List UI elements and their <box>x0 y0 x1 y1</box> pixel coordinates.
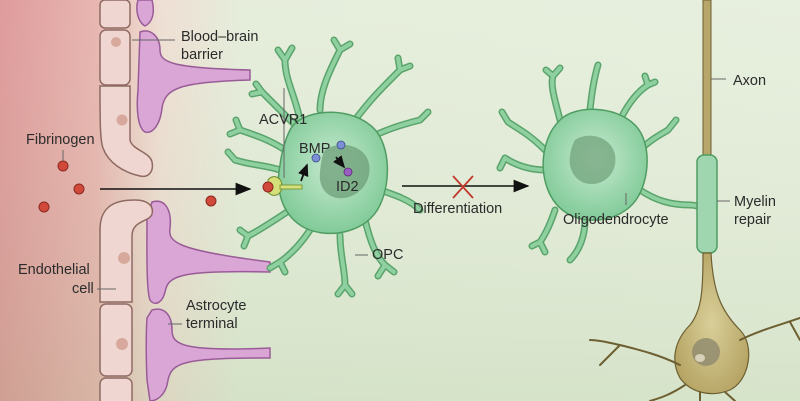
fibrinogen-particles <box>38 160 217 213</box>
opc-cell <box>224 36 432 298</box>
fibrinogen-particle <box>73 183 85 195</box>
astrocyte-terminals <box>136 0 271 401</box>
label-myelin-1: Myelin <box>734 194 776 210</box>
label-astrocyte-1: Astrocyte <box>186 298 246 314</box>
neuron <box>589 0 800 401</box>
label-axon: Axon <box>733 73 766 89</box>
label-acvr1: ACVR1 <box>259 112 307 128</box>
endothelial-cells <box>99 0 154 401</box>
neuron-soma <box>674 252 750 395</box>
label-opc: OPC <box>372 247 403 263</box>
bmp-molecule <box>311 153 321 163</box>
bound-fibrinogen <box>262 181 274 193</box>
axon <box>702 0 712 166</box>
label-differentiation: Differentiation <box>413 201 502 217</box>
neuron-nucleus <box>692 338 720 366</box>
label-oligodendrocyte: Oligodendrocyte <box>563 212 669 228</box>
label-blood-brain-barrier-1: Blood–brain <box>181 29 258 45</box>
bmp-molecule <box>336 140 346 150</box>
label-endothelial-2: cell <box>72 281 94 297</box>
id2-activation-arrow <box>333 155 346 169</box>
label-endothelial-1: Endothelial <box>18 262 90 278</box>
fibrinogen-particle <box>205 195 217 207</box>
oligodendrocyte-nucleus <box>569 135 616 185</box>
label-id2: ID2 <box>336 179 359 195</box>
fibrinogen-particle <box>38 201 50 213</box>
leader-lines <box>97 39 730 325</box>
label-fibrinogen: Fibrinogen <box>26 132 95 148</box>
bmp-activation-arrow <box>298 163 309 182</box>
myelin-sheath <box>696 154 718 254</box>
label-astrocyte-2: terminal <box>186 316 238 332</box>
oligodendrocyte-cell <box>496 61 714 264</box>
id2-molecule <box>343 167 353 177</box>
label-bmp: BMP <box>299 141 330 157</box>
label-blood-brain-barrier-2: barrier <box>181 47 223 63</box>
blocked-x-icon <box>452 175 474 199</box>
fibrinogen-particle <box>57 160 69 172</box>
label-myelin-2: repair <box>734 212 771 228</box>
